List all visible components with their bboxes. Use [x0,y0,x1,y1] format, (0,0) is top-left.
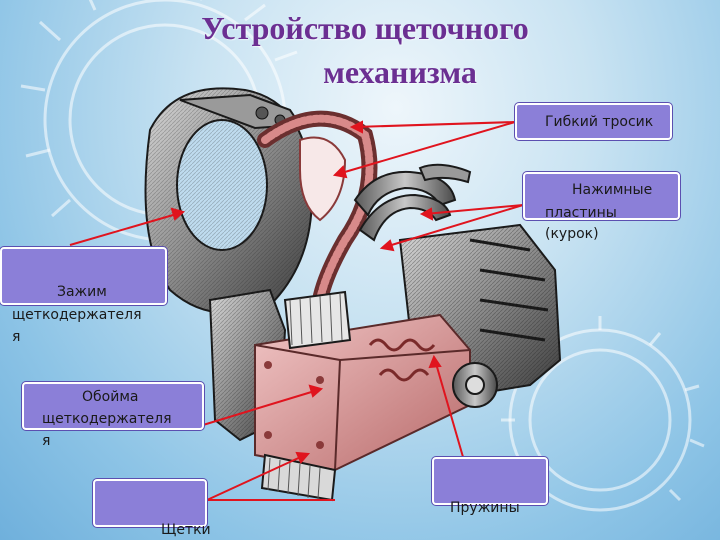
brush-holder-cage [254,313,471,472]
label-box-cable [515,103,672,140]
pointer-arrows [69,120,524,501]
label-brushes: Щетки [161,522,211,538]
label-cage-line-3: я [42,433,51,449]
pressure-plates [353,163,472,242]
label-cage-line-2: щеткодержателя [42,411,172,427]
label-box-plates [523,172,680,220]
arrow-brushes-1-head [295,451,311,464]
label-clamp-line-2: щеткодержателя [12,307,142,323]
title-line-2: механизма [323,54,477,90]
arrow-cable-2 [337,121,516,175]
title-line-1: Устройство щеточного [201,10,529,46]
arrow-cable-1 [354,121,516,128]
arrow-clamp [69,212,181,246]
carbon-brushes [260,290,352,502]
arrow-springs-head [428,354,442,369]
label-clamp-line-3: я [12,329,21,345]
arrow-plates-1 [424,204,524,215]
label-plates-line-3: (курок) [545,226,599,242]
arrow-plates-1-head [419,207,434,221]
label-box-clamp [0,247,167,305]
label-springs: Пружины [450,500,520,516]
arrow-springs [434,359,464,458]
slide-title: Устройство щеточного механизма [0,6,720,94]
label-clamp-line-1: Зажим [57,284,107,300]
label-box-brushes [93,479,207,527]
label-plates-line-2: пластины [545,205,617,221]
label-box-cage [22,382,204,430]
arrow-cage-head [308,384,324,398]
label-plates-line-1: Нажимные [572,182,653,198]
arrow-cable-2-head [332,165,348,179]
arrow-plates-2-head [379,239,395,252]
label-cable: Гибкий тросик [545,114,654,130]
flexible-cable [257,110,378,308]
arrow-cage [202,389,319,426]
springs [368,338,498,408]
arrow-brushes-1 [206,454,306,501]
label-box-springs [432,457,548,505]
arrow-cable-1-head [349,120,363,134]
label-cage-line-1: Обойма [82,389,139,405]
arrow-plates-2 [384,204,524,248]
arrow-clamp-head [170,207,186,221]
